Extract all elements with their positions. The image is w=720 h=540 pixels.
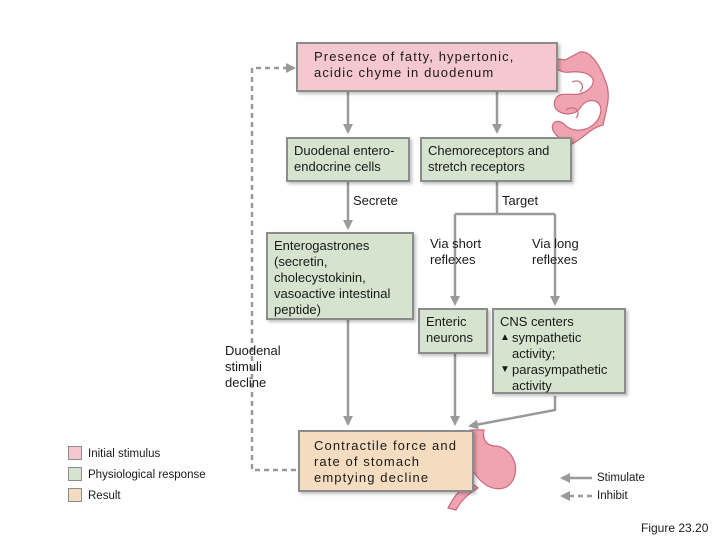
legend-arrows: [560, 473, 592, 501]
arrow-cns-to-result: [468, 396, 557, 430]
legend-result-swatch: [68, 488, 82, 502]
cns-title: CNS centers: [500, 314, 574, 329]
legend-physiological-swatch: [68, 467, 82, 481]
stimuli-decline-label: Duodenal stimuli decline: [225, 343, 281, 390]
enteric-neurons-box: Enteric neurons: [418, 308, 488, 354]
legend-stimulate-label: Stimulate: [597, 472, 645, 484]
chemoreceptors-box: Chemoreceptors and stretch receptors: [420, 137, 572, 182]
legend-result-label: Result: [88, 490, 121, 502]
down-arrow-icon: ▼: [500, 364, 510, 375]
enterogastrones-box: Enterogastrones (secretin, cholecystokin…: [266, 232, 414, 320]
enteroendocrine-box: Duodenal entero- endocrine cells: [286, 137, 410, 182]
legend-physiological-label: Physiological response: [88, 469, 206, 481]
up-arrow-icon: ▲: [500, 332, 510, 343]
legend-initial-swatch: [68, 446, 82, 460]
legend-initial-label: Initial stimulus: [88, 448, 161, 460]
cns-parasympathetic: parasympathetic activity: [512, 362, 608, 393]
cns-row-2: ▼ parasympathetic activity: [500, 362, 618, 394]
cns-row-1: ▲ sympathetic activity;: [500, 330, 618, 362]
secrete-label: Secrete: [353, 193, 398, 208]
figure-caption: Figure 23.20: [641, 521, 709, 535]
target-label: Target: [502, 193, 539, 208]
cns-sympathetic: sympathetic activity;: [512, 330, 582, 361]
short-reflexes-label: Via short reflexes: [430, 236, 482, 267]
inhibit-feedback-arrow: [250, 63, 296, 472]
intestine-icon: [551, 51, 609, 146]
result-box: Contractile force and rate of stomach em…: [298, 430, 474, 492]
stimulus-box: Presence of fatty, hypertonic, acidic ch…: [296, 42, 558, 92]
long-reflexes-label: Via long reflexes: [532, 236, 579, 267]
cns-centers-box: CNS centers ▲ sympathetic activity; ▼ pa…: [492, 308, 626, 394]
legend-inhibit-label: Inhibit: [597, 490, 628, 502]
